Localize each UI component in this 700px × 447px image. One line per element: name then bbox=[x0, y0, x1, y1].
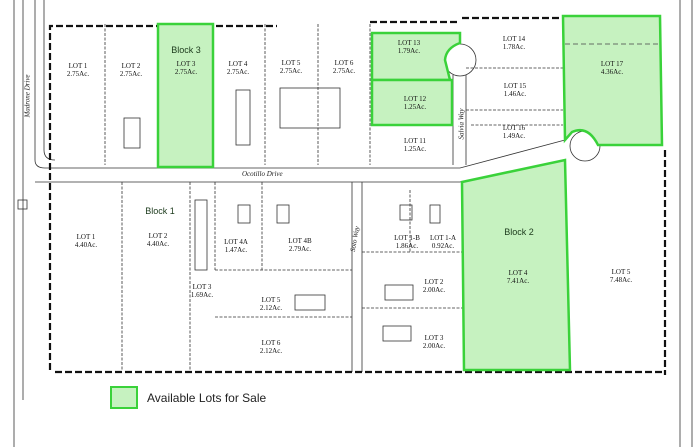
lot-name: LOT 3 bbox=[424, 334, 444, 342]
lot-area: 0.92Ac. bbox=[431, 242, 455, 250]
lot-area: 4.40Ac. bbox=[146, 240, 170, 248]
available-lot13 bbox=[370, 31, 462, 82]
block3-label: Block 3 bbox=[171, 45, 201, 55]
map-legend: Available Lots for Sale bbox=[110, 386, 266, 409]
lot-name: LOT 6 bbox=[334, 59, 354, 67]
lot-area: 4.36Ac. bbox=[600, 68, 624, 76]
block2-label: Block 2 bbox=[504, 227, 534, 237]
lot-area: 2.75Ac. bbox=[119, 70, 143, 78]
lot-name: LOT 5 bbox=[281, 59, 301, 67]
lot-area: 2.12Ac. bbox=[259, 347, 283, 355]
lot-area: 1.47Ac. bbox=[224, 246, 248, 254]
lot-area: 2.00Ac. bbox=[422, 342, 446, 350]
lot-name: LOT 3 bbox=[176, 60, 196, 68]
madrone-drive-label: Madrone Drive bbox=[23, 74, 32, 118]
lot-name: LOT 2 bbox=[121, 62, 141, 70]
lot-area: 2.75Ac. bbox=[226, 68, 250, 76]
block1-label: Block 1 bbox=[145, 206, 175, 216]
lot-name: LOT 4A bbox=[224, 238, 248, 246]
lot-area: 2.75Ac. bbox=[66, 70, 90, 78]
lot-name: LOT 2 bbox=[148, 232, 168, 240]
lot-area: 2.75Ac. bbox=[174, 68, 198, 76]
lot-area: 7.41Ac. bbox=[506, 277, 530, 285]
legend-available-label: Available Lots for Sale bbox=[147, 390, 267, 405]
lot-name: LOT 4B bbox=[288, 237, 312, 245]
available-lot12 bbox=[370, 78, 454, 127]
lot-name: LOT 1 bbox=[76, 233, 96, 241]
lot-area: 1.78Ac. bbox=[502, 43, 526, 51]
lot-name: LOT 17 bbox=[600, 60, 624, 68]
lot-area: 2.79Ac. bbox=[288, 245, 312, 253]
lot-name: LOT 6 bbox=[261, 339, 281, 347]
lot-name: LOT 16 bbox=[502, 124, 526, 132]
lot-name: LOT 3 bbox=[192, 283, 212, 291]
lot-name: LOT 1-B bbox=[394, 234, 420, 242]
lot-area: 1.79Ac. bbox=[397, 47, 421, 55]
legend-available-swatch bbox=[110, 386, 138, 409]
lot-name: LOT 1-A bbox=[429, 234, 457, 242]
lot-area: 4.40Ac. bbox=[74, 241, 98, 249]
salvia-way-label: Salvia Way bbox=[457, 108, 466, 140]
lot-area: 2.75Ac. bbox=[332, 67, 356, 75]
lot-name: LOT 15 bbox=[503, 82, 527, 90]
lot-name: LOT 5 bbox=[611, 268, 631, 276]
ocotillo-drive-road bbox=[35, 139, 566, 183]
lot-area: 1.49Ac. bbox=[502, 132, 526, 140]
lot-area: 2.00Ac. bbox=[422, 286, 446, 294]
available-lot17 bbox=[561, 14, 664, 147]
lot-area: 1.86Ac. bbox=[395, 242, 419, 250]
lot-name: LOT 13 bbox=[397, 39, 421, 47]
lot-area: 2.12Ac. bbox=[259, 304, 283, 312]
property-boundary bbox=[48, 16, 667, 375]
lot-area: 1.69Ac. bbox=[190, 291, 214, 299]
lot-name: LOT 11 bbox=[404, 137, 426, 145]
available-block3-lot3 bbox=[156, 22, 215, 169]
lot-name: LOT 4 bbox=[508, 269, 528, 277]
lot-name: LOT 14 bbox=[502, 35, 526, 43]
ocotillo-drive-label: Ocotillo Drive bbox=[242, 170, 283, 178]
available-block2-lot4 bbox=[460, 158, 572, 372]
lot-area: 2.75Ac. bbox=[279, 67, 303, 75]
lot-name: LOT 1 bbox=[68, 62, 88, 70]
lot-area: 1.25Ac. bbox=[403, 145, 427, 153]
lot-name: LOT 4 bbox=[228, 60, 248, 68]
lot-name: LOT 5 bbox=[261, 296, 281, 304]
lot-area: 1.46Ac. bbox=[503, 90, 527, 98]
lot-area: 1.25Ac. bbox=[403, 103, 427, 111]
lot-name: LOT 12 bbox=[403, 95, 427, 103]
soto-way-road bbox=[351, 182, 363, 372]
lot-area: 7.48Ac. bbox=[609, 276, 633, 284]
madrone-drive-road bbox=[13, 0, 56, 447]
lot-name: LOT 2 bbox=[424, 278, 444, 286]
